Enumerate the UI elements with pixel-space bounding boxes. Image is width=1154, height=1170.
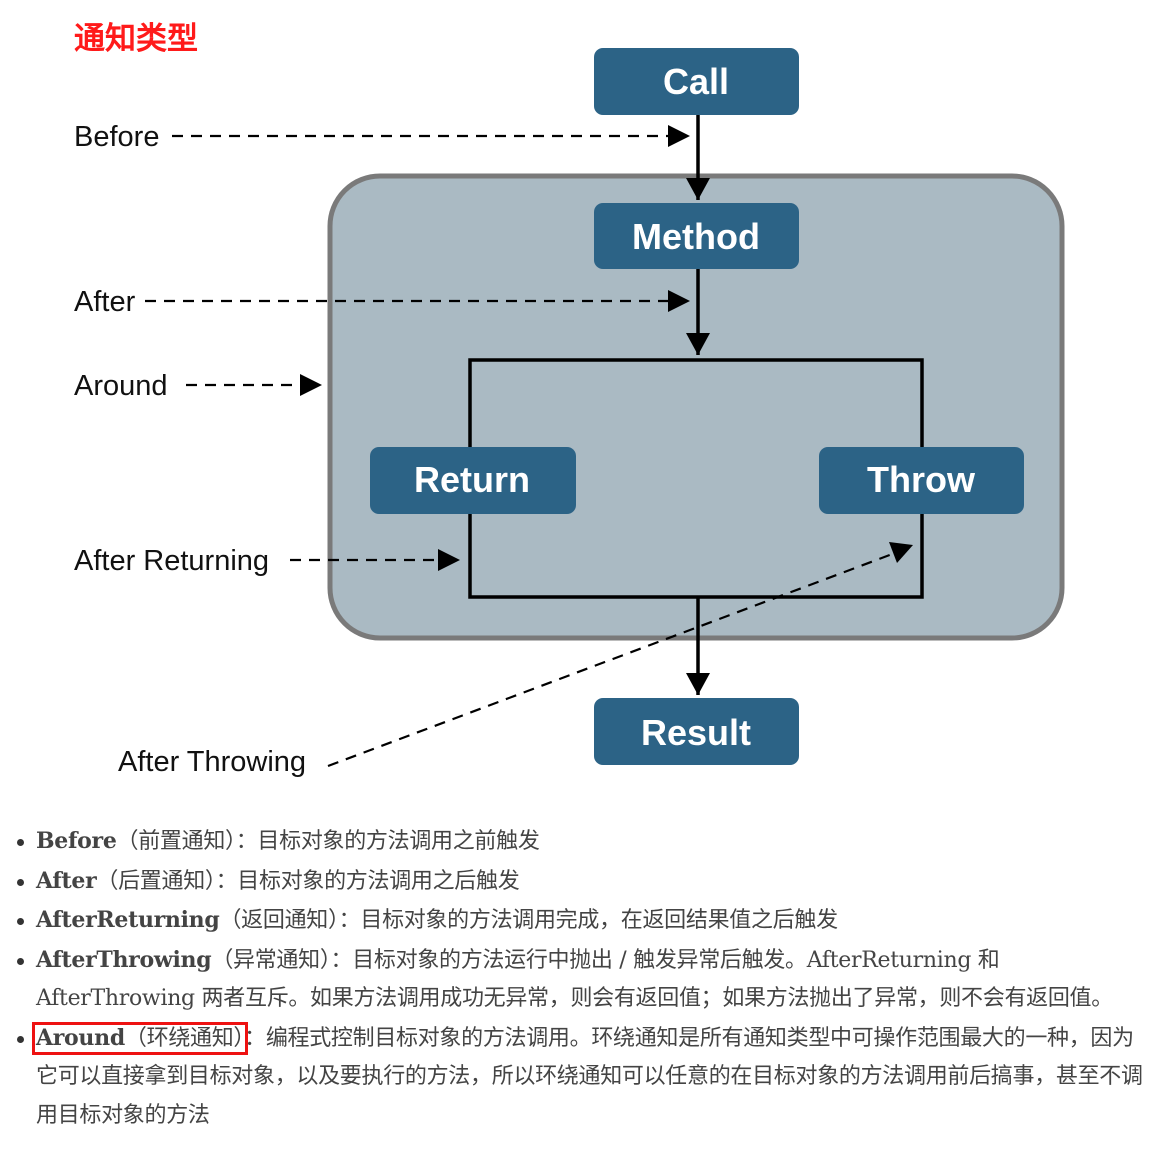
after-throwing-dashed-arrow bbox=[327, 551, 896, 768]
label-around: （环绕通知） bbox=[124, 1025, 245, 1051]
desc-after-throwing-2: 和 bbox=[971, 947, 1000, 973]
before-arrowhead bbox=[668, 125, 690, 147]
list-item-before: Before（前置通知）：目标对象的方法调用之前触发 bbox=[14, 822, 1144, 862]
throw-box-label: Throw bbox=[867, 459, 976, 500]
call-to-method-arrowhead bbox=[686, 178, 710, 200]
before-label: Before bbox=[74, 121, 159, 153]
return-throw-frame bbox=[468, 358, 924, 599]
after-throwing-label: After Throwing bbox=[118, 746, 306, 778]
after-returning-label: After Returning bbox=[74, 545, 269, 577]
desc-after-throwing-latin-1: AfterReturning bbox=[806, 947, 972, 973]
result-box-label: Result bbox=[641, 712, 751, 753]
method-box-label: Method bbox=[632, 216, 760, 257]
return-box bbox=[370, 447, 576, 514]
desc-after-throwing-3: 两者互斥。如果方法调用成功无异常，则会有返回值；如果方法抛出了异常，则不会有返回… bbox=[194, 986, 1114, 1011]
term-before: Before bbox=[36, 828, 117, 854]
desc-after-throwing-latin-2: AfterThrowing bbox=[36, 986, 195, 1011]
desc-around: ：编程式控制目标对象的方法调用。环绕通知是所有通知类型中可操作范围最大的一种，因… bbox=[36, 1025, 1143, 1128]
around-highlight-box: Around（环绕通知） bbox=[31, 1021, 249, 1055]
after-label: After bbox=[74, 286, 136, 318]
after-throwing-arrowhead bbox=[889, 542, 913, 563]
term-after-returning: AfterReturning bbox=[36, 907, 220, 933]
advice-type-list: Before（前置通知）：目标对象的方法调用之前触发 After（后置通知）：目… bbox=[14, 822, 1144, 1135]
desc-after-throwing-1: （异常通知）：目标对象的方法运行中抛出 / 触发异常后触发。 bbox=[211, 947, 807, 973]
method-to-frame-arrowhead bbox=[686, 333, 710, 355]
call-box bbox=[594, 48, 799, 115]
list-item-after-returning: AfterReturning（返回通知）：目标对象的方法调用完成，在返回结果值之… bbox=[14, 901, 1144, 941]
term-after-throwing: AfterThrowing bbox=[36, 946, 212, 973]
desc-after-returning: （返回通知）：目标对象的方法调用完成，在返回结果值之后触发 bbox=[219, 908, 838, 933]
around-label: Around bbox=[74, 370, 168, 402]
after-arrowhead bbox=[668, 290, 690, 312]
list-item-after: After（后置通知）：目标对象的方法调用之后触发 bbox=[14, 862, 1144, 902]
term-around: Around bbox=[36, 1024, 125, 1051]
throw-box bbox=[819, 447, 1024, 514]
result-box bbox=[594, 698, 799, 765]
after-returning-arrowhead bbox=[438, 549, 460, 571]
desc-after: （后置通知）：目标对象的方法调用之后触发 bbox=[96, 868, 520, 894]
frame-to-result-arrowhead bbox=[686, 673, 710, 695]
return-box-label: Return bbox=[414, 459, 530, 500]
desc-before: （前置通知）：目标对象的方法调用之前触发 bbox=[116, 829, 540, 854]
around-container bbox=[327, 173, 1065, 641]
term-after: After bbox=[36, 867, 97, 894]
list-item-after-throwing: AfterThrowing（异常通知）：目标对象的方法运行中抛出 / 触发异常后… bbox=[14, 941, 1144, 1019]
list-item-around: Around（环绕通知）：编程式控制目标对象的方法调用。环绕通知是所有通知类型中… bbox=[14, 1019, 1144, 1136]
call-box-label: Call bbox=[663, 61, 729, 102]
advice-types-diagram: Call Method Return Throw Result Before A… bbox=[74, 48, 1065, 778]
method-box bbox=[594, 203, 799, 269]
section-title: 通知类型 bbox=[74, 21, 198, 57]
around-arrowhead bbox=[300, 374, 322, 396]
